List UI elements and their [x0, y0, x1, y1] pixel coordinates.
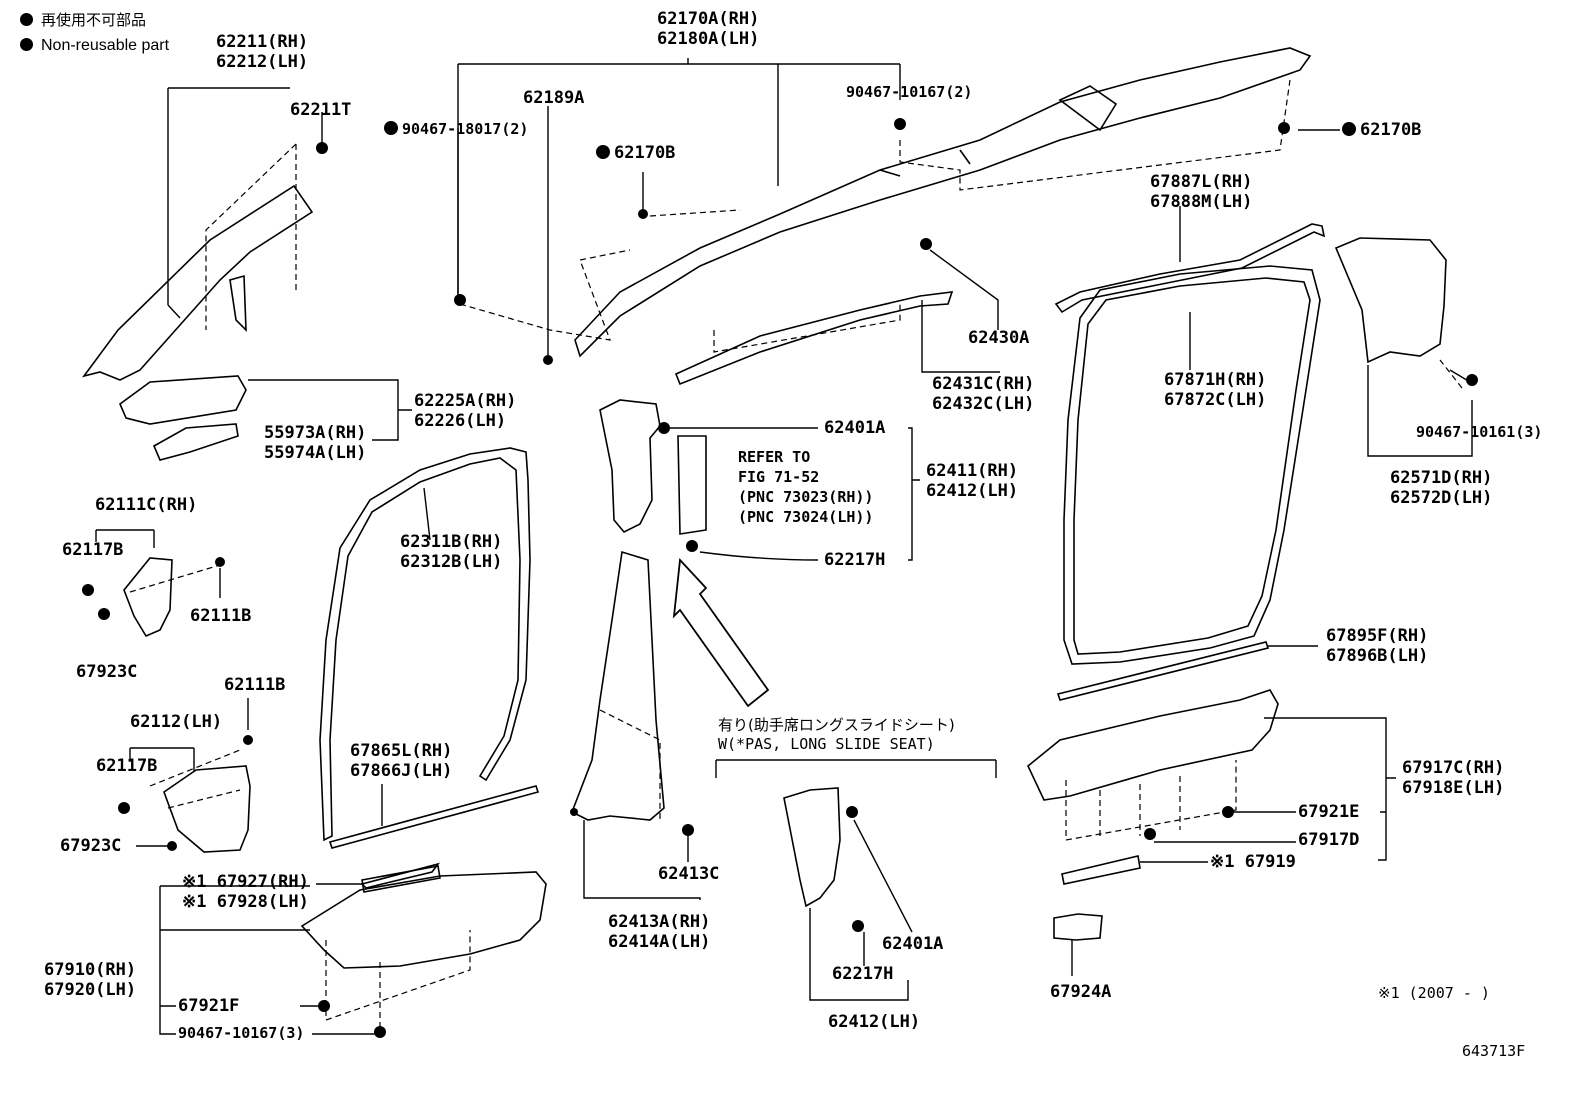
label-90467-10167-bottom: 90467-10167(3)	[178, 1024, 305, 1042]
scuff-label-plate	[1061, 855, 1141, 885]
quarter-trim-strip	[674, 291, 954, 386]
label-62401A-top: 62401A	[824, 418, 886, 438]
front-door-weatherstrip	[319, 447, 531, 842]
label-62189A: 62189A	[523, 88, 585, 108]
label-90467-10167-top: 90467-10167(2)	[846, 83, 973, 101]
roof-side-rail	[574, 47, 1312, 358]
label-62413A: 62413A(RH)62414A(LH)	[608, 912, 711, 952]
rear-scuff-strip	[1056, 641, 1270, 701]
quarter-trim-upper	[1334, 237, 1447, 364]
label-67919: ※1 67919	[1210, 852, 1296, 872]
label-62117B-1: 62117B	[62, 540, 124, 560]
arrow	[672, 557, 770, 708]
rear-scuff-plate	[1027, 689, 1279, 801]
label-67865L: 67865L(RH)67866J(LH)	[350, 741, 453, 781]
front-scuff-strip	[328, 785, 540, 849]
leader-lines	[95, 58, 1473, 1035]
label-67910: 67910(RH)67920(LH)	[44, 960, 137, 1000]
label-62311B: 62311B(RH)62312B(LH)	[400, 532, 503, 572]
label-62111B-1: 62111B	[190, 606, 252, 626]
label-90467-18017: 90467-18017(2)	[384, 120, 528, 138]
label-67917C: 67917C(RH)67918E(LH)	[1402, 758, 1505, 798]
label-62412-bottom: 62412(LH)	[828, 1012, 921, 1032]
label-62431C: 62431C(RH)62432C(LH)	[932, 374, 1035, 414]
label-62401A-bottom: 62401A	[882, 934, 944, 954]
label-67923C-1: 67923C	[76, 662, 138, 682]
label-62217H-bottom: 62217H	[832, 964, 894, 984]
cowl-side-trim-lh	[163, 765, 251, 853]
label-62112: 62112(LH)	[130, 712, 223, 732]
label-67923C-2: 67923C	[60, 836, 122, 856]
part-shapes	[82, 47, 1447, 969]
label-62211: 62211(RH)62212(LH)	[216, 32, 309, 72]
label-67895F: 67895F(RH)67896B(LH)	[1326, 626, 1429, 666]
cowl-side-trim-rh	[123, 557, 173, 638]
dashed-lines	[129, 79, 1463, 1028]
label-62217H-top: 62217H	[824, 550, 886, 570]
front-scuff-plate	[300, 871, 547, 969]
sun-visor-holder	[152, 423, 239, 461]
clip-assembly	[1053, 913, 1103, 941]
label-62117B-2: 62117B	[96, 756, 158, 776]
seat-belt-ref-part	[677, 435, 707, 535]
center-pillar-lower	[570, 550, 665, 821]
label-62170B-right: 62170B	[1342, 120, 1421, 140]
legend-en: Non-reusable part	[20, 36, 169, 56]
label-62211T: 62211T	[290, 100, 352, 120]
label-67921F: 67921F	[178, 996, 240, 1016]
legend-jp: 再使用不可部品	[20, 10, 146, 31]
center-pillar-upper	[599, 399, 661, 533]
rear-door-weatherstrip	[1063, 265, 1321, 665]
label-90467-10161: 90467-10161(3)	[1416, 423, 1543, 441]
label-67887L: 67887L(RH)67888M(LH)	[1150, 172, 1253, 212]
label-67871H: 67871H(RH)67872C(LH)	[1164, 370, 1267, 410]
label-62413C: 62413C	[658, 864, 720, 884]
label-55973A: 55973A(RH)55974A(LH)	[264, 423, 367, 463]
label-62170B-left: 62170B	[596, 143, 675, 163]
label-62111B-2: 62111B	[224, 675, 286, 695]
front-header-trim	[119, 375, 247, 425]
label-62170A: 62170A(RH)62180A(LH)	[657, 9, 760, 49]
label-67917D: 67917D	[1298, 830, 1360, 850]
label-62111C: 62111C(RH)	[95, 495, 198, 515]
label-62430A: 62430A	[968, 328, 1030, 348]
label-62225A: 62225A(RH)62226(LH)	[414, 391, 517, 431]
fasteners	[82, 118, 1478, 1038]
label-67927: ※1 67927(RH)※1 67928(LH)	[182, 872, 309, 912]
label-67921E: 67921E	[1298, 802, 1360, 822]
front-scuff-label	[361, 865, 441, 893]
w-note: 有り(助手席ロングスライドシート)W(*PAS, LONG SLIDE SEAT…	[718, 716, 955, 753]
label-62571D: 62571D(RH)62572D(LH)	[1390, 468, 1493, 508]
footnote: ※1 (2007 - )	[1378, 984, 1490, 1002]
roof-drip-weatherstrip	[1054, 223, 1326, 314]
filled-dot-icon	[20, 13, 33, 26]
filled-dot-icon	[20, 38, 33, 51]
figure-id: 643713F	[1462, 1042, 1526, 1060]
center-pillar-lower-lh	[783, 787, 841, 908]
a-pillar-garnish	[82, 184, 314, 381]
label-67924A: 67924A	[1050, 982, 1112, 1002]
label-62411: 62411(RH)62412(LH)	[926, 461, 1019, 501]
